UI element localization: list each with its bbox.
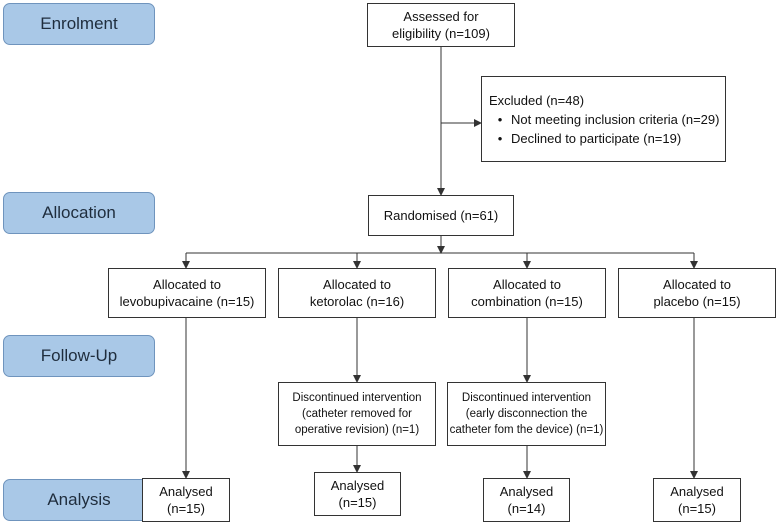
analysed-box-ketorolac: Analysed (n=15) — [314, 472, 401, 516]
allocated-line-1: Allocated to — [663, 277, 731, 292]
assessed-line-1: Assessed for — [403, 9, 479, 24]
excluded-item: • Declined to participate (n=19) — [489, 129, 681, 148]
discontinued-line-2: (catheter removed for — [302, 408, 412, 420]
analysed-box-combination: Analysed (n=14) — [483, 478, 570, 522]
assessed-box: Assessed for eligibility (n=109) — [367, 3, 515, 47]
discontinued-line-2: (early disconnection the — [465, 408, 588, 420]
allocated-line-2: placebo (n=15) — [653, 294, 741, 309]
discontinued-line-1: Discontinued intervention — [292, 392, 422, 404]
analysed-box-placebo: Analysed (n=15) — [653, 478, 741, 522]
analysed-line-2: (n=15) — [167, 501, 205, 516]
discontinued-line-1: Discontinued intervention — [461, 392, 592, 404]
analysed-line-2: (n=14) — [507, 501, 546, 516]
randomised-label: Randomised (n=61) — [383, 208, 499, 223]
allocated-line-1: Allocated to — [153, 277, 221, 292]
allocated-box-ketorolac: Allocated to ketorolac (n=16) — [278, 268, 436, 318]
bullet-icon: • — [497, 111, 503, 127]
allocated-line-1: Allocated to — [323, 277, 391, 292]
allocated-line-2: levobupivacaine (n=15) — [119, 294, 255, 309]
allocated-box-levobupivacaine: Allocated to levobupivacaine (n=15) — [108, 268, 266, 318]
analysed-line-2: (n=15) — [678, 501, 716, 516]
analysed-box-levobupivacaine: Analysed (n=15) — [142, 478, 230, 522]
analysed-line-1: Analysed — [159, 484, 213, 499]
excluded-item: • Not meeting inclusion criteria (n=29) — [489, 110, 720, 129]
discontinued-line-3: operative revision) (n=1) — [294, 424, 420, 436]
allocated-line-2: ketorolac (n=16) — [309, 294, 405, 309]
discontinued-box-ketorolac: Discontinued intervention (catheter remo… — [278, 382, 436, 446]
allocated-box-combination: Allocated to combination (n=15) — [448, 268, 606, 318]
assessed-line-2: eligibility (n=109) — [392, 26, 490, 41]
randomised-box: Randomised (n=61) — [368, 195, 514, 236]
excluded-item-label: Not meeting inclusion criteria (n=29) — [511, 111, 720, 127]
excluded-box: Excluded (n=48) • Not meeting inclusion … — [481, 76, 726, 162]
analysed-line-1: Analysed — [670, 484, 724, 499]
excluded-item-label: Declined to participate (n=19) — [511, 130, 682, 146]
excluded-title: Excluded (n=48) — [489, 92, 585, 108]
analysed-line-1: Analysed — [330, 478, 385, 493]
stage-label-analysis: Analysis — [3, 479, 155, 521]
stage-label-enrolment: Enrolment — [3, 3, 155, 45]
allocated-box-placebo: Allocated to placebo (n=15) — [618, 268, 776, 318]
discontinued-line-3: catheter fom the device) (n=1) — [449, 424, 604, 436]
allocated-line-2: combination (n=15) — [471, 294, 583, 309]
bullet-icon: • — [497, 130, 503, 146]
stage-label-follow-up: Follow-Up — [3, 335, 155, 377]
stage-label-allocation: Allocation — [3, 192, 155, 234]
analysed-line-1: Analysed — [499, 484, 554, 499]
discontinued-box-combination: Discontinued intervention (early disconn… — [447, 382, 606, 446]
analysed-line-2: (n=15) — [338, 495, 377, 510]
allocated-line-1: Allocated to — [493, 277, 561, 292]
